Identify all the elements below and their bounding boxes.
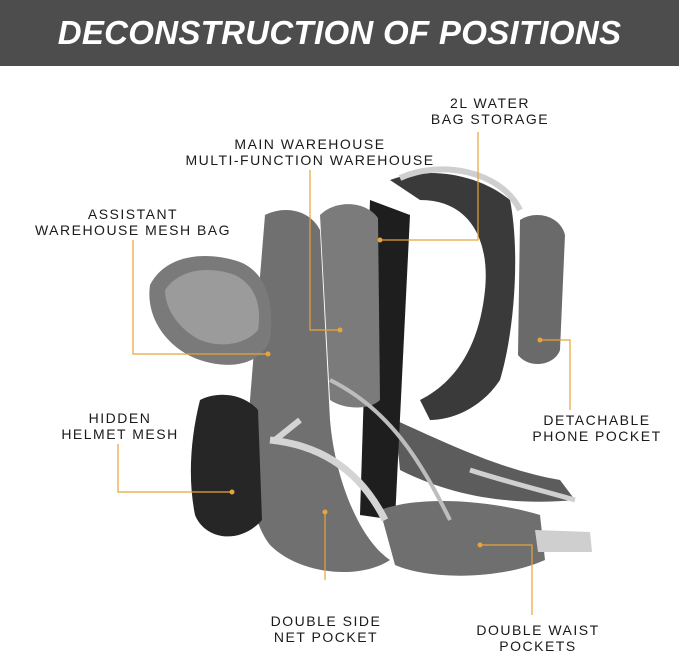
callout-text: WAREHOUSE MESH BAG [34,222,232,238]
callout-text: PHONE POCKET [532,428,662,444]
callout-main-warehouse: MAIN WAREHOUSE MULTI-FUNCTION WAREHOUSE [180,136,440,168]
title-banner [0,0,679,66]
callout-text: NET POCKET [273,629,379,645]
callout-text: HELMET MESH [61,426,179,442]
callout-text: DETACHABLE [543,412,651,428]
callout-water-bag: 2L WATER BAG STORAGE [420,95,560,127]
callout-text: HIDDEN [88,410,152,426]
callout-text: MULTI-FUNCTION WAREHOUSE [185,152,435,168]
callout-helmet-mesh: HIDDEN HELMET MESH [50,410,190,442]
callout-text: DOUBLE WAIST [476,622,600,638]
callout-text: BAG STORAGE [430,111,550,127]
callout-phone-pocket: DETACHABLE PHONE POCKET [522,412,672,444]
banner-title: DECONSTRUCTION OF POSITIONS [57,14,622,51]
callout-text: DOUBLE SIDE [270,613,382,629]
callout-side-net: DOUBLE SIDE NET POCKET [256,613,396,645]
callout-text: ASSISTANT [87,206,179,222]
callout-text: MAIN WAREHOUSE [234,136,386,152]
callout-waist-pockets: DOUBLE WAIST POCKETS [463,622,613,654]
callout-text: POCKETS [499,638,577,654]
callout-assistant-mesh: ASSISTANT WAREHOUSE MESH BAG [28,206,238,238]
callout-text: 2L WATER [450,95,530,111]
